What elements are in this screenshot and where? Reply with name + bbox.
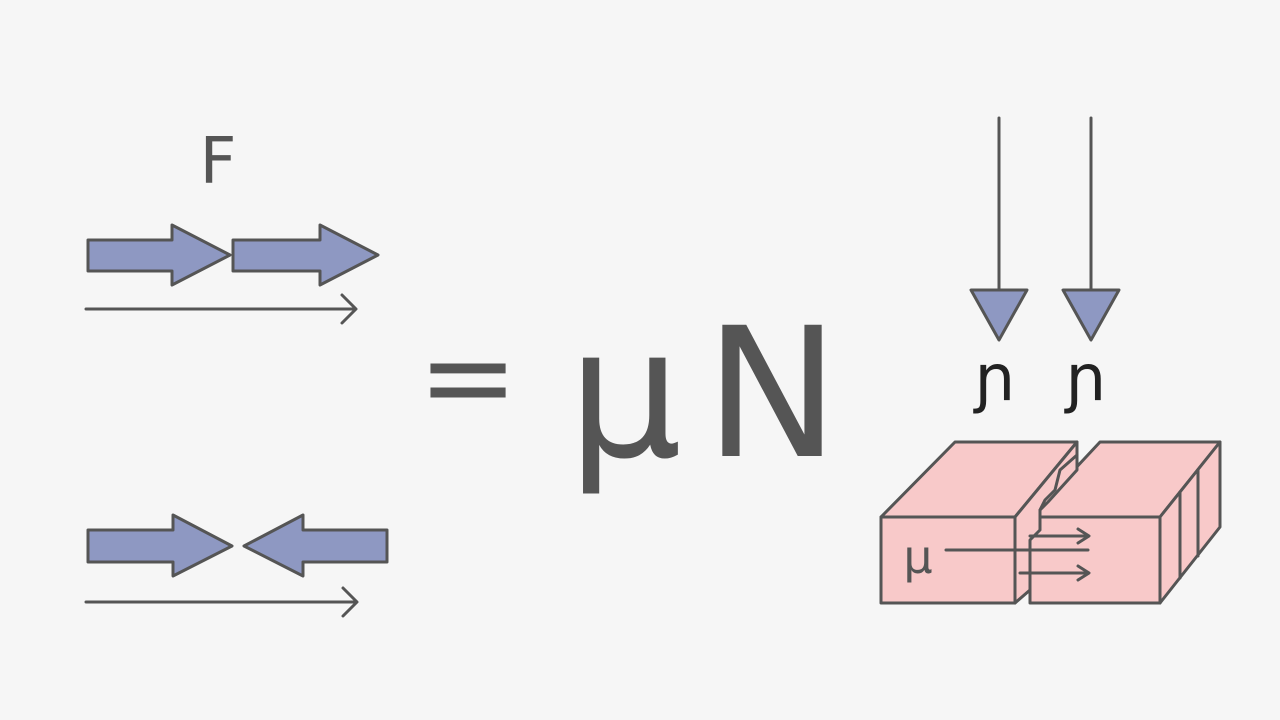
friction-arrow-upper: [944, 527, 1091, 552]
normal-force-arrow-right: [1061, 116, 1121, 342]
normal-force-label-right: ɲ: [1063, 342, 1106, 416]
block-mu-label: μ: [903, 530, 932, 584]
force-symbol: F: [200, 125, 237, 199]
force-arrow-right-opposing: [86, 513, 234, 578]
right-block-front: [1028, 515, 1162, 605]
force-arrow-right-1: [86, 223, 232, 287]
normal-force-arrow-left: [969, 116, 1029, 342]
coefficient-mu: μ: [568, 290, 683, 499]
friction-arrow-lower: [1018, 564, 1091, 582]
direction-arrow-top: [84, 293, 358, 325]
direction-arrow-bottom: [84, 586, 359, 618]
normal-force-symbol: N: [705, 290, 840, 499]
equals-sign: =: [418, 308, 519, 447]
left-block-front: [879, 515, 1017, 605]
force-arrow-right-2: [231, 223, 380, 287]
force-arrow-left-opposing: [242, 513, 389, 578]
normal-force-label-left: ɲ: [972, 342, 1015, 416]
friction-blocks: μ: [879, 440, 1222, 605]
